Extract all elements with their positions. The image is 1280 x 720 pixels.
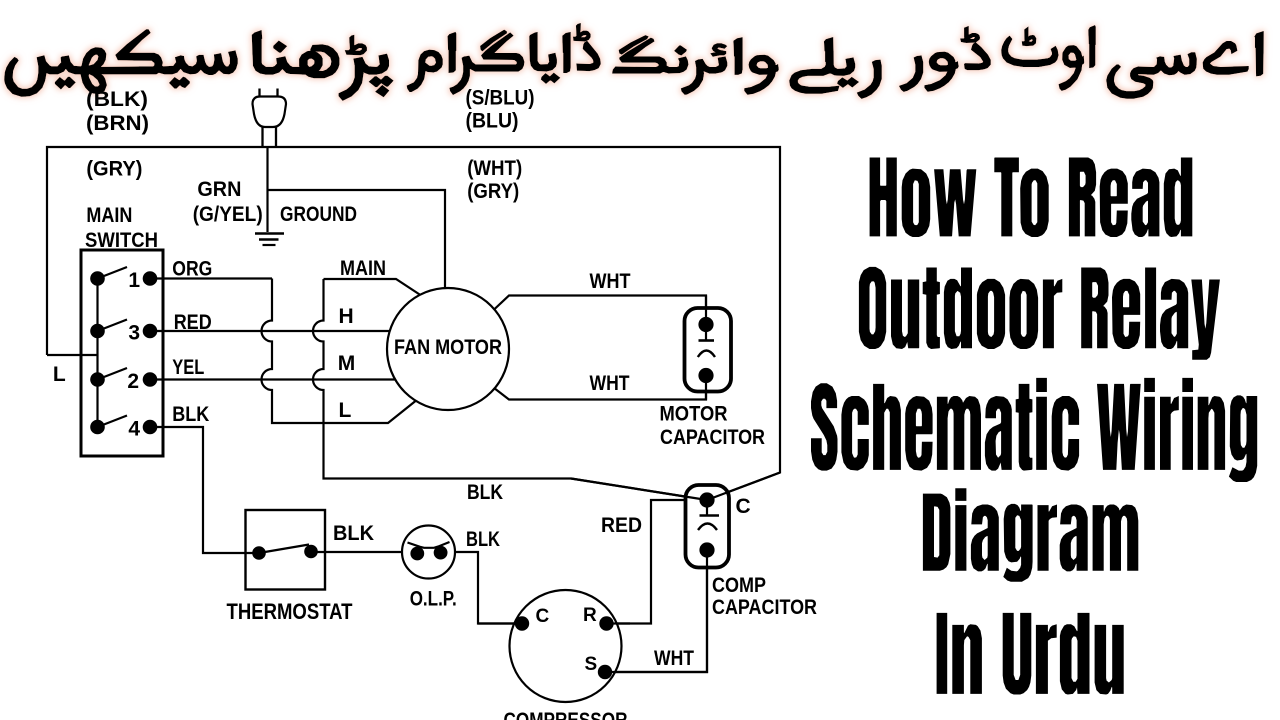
svg-text:O.L.P.: O.L.P. bbox=[410, 588, 457, 611]
svg-text:2: 2 bbox=[127, 370, 139, 393]
svg-text:BLK: BLK bbox=[172, 403, 209, 426]
svg-text:(GRY): (GRY) bbox=[86, 158, 142, 181]
svg-text:MOTOR: MOTOR bbox=[660, 403, 728, 426]
svg-text:MAIN: MAIN bbox=[340, 257, 386, 280]
svg-text:M: M bbox=[338, 352, 356, 375]
svg-text:ORG: ORG bbox=[172, 258, 212, 281]
svg-text:RED: RED bbox=[174, 311, 212, 334]
svg-text:L: L bbox=[339, 399, 352, 422]
svg-text:FAN MOTOR: FAN MOTOR bbox=[394, 335, 502, 359]
svg-text:RED: RED bbox=[601, 514, 642, 537]
svg-text:(BLU): (BLU) bbox=[466, 110, 519, 133]
svg-text:BLK: BLK bbox=[467, 481, 503, 504]
svg-text:(S/BLU): (S/BLU) bbox=[466, 87, 535, 110]
svg-text:BLK: BLK bbox=[333, 522, 374, 545]
svg-text:S: S bbox=[585, 654, 598, 675]
svg-text:GRN: GRN bbox=[197, 178, 241, 201]
svg-text:L: L bbox=[53, 363, 66, 386]
svg-text:C: C bbox=[736, 495, 751, 518]
svg-text:WHT: WHT bbox=[590, 372, 630, 395]
svg-text:C: C bbox=[536, 606, 550, 627]
svg-text:SWITCH: SWITCH bbox=[85, 229, 158, 252]
svg-text:(WHT): (WHT) bbox=[467, 157, 522, 180]
svg-text:3: 3 bbox=[128, 322, 140, 345]
svg-text:MAIN: MAIN bbox=[86, 204, 132, 227]
svg-text:(G/YEL): (G/YEL) bbox=[193, 203, 263, 226]
svg-text:BLK: BLK bbox=[466, 528, 500, 551]
svg-text:H: H bbox=[339, 305, 354, 328]
svg-text:COMPRESSOR: COMPRESSOR bbox=[504, 709, 628, 720]
svg-text:(BRN): (BRN) bbox=[86, 112, 149, 135]
svg-text:1: 1 bbox=[128, 269, 140, 292]
svg-text:YEL: YEL bbox=[172, 356, 204, 379]
svg-text:(GRY): (GRY) bbox=[467, 180, 519, 203]
svg-text:THERMOSTAT: THERMOSTAT bbox=[227, 599, 353, 624]
svg-text:R: R bbox=[583, 605, 597, 626]
svg-text:CAPACITOR: CAPACITOR bbox=[660, 426, 765, 449]
svg-text:WHT: WHT bbox=[654, 647, 694, 670]
svg-text:GROUND: GROUND bbox=[280, 203, 357, 226]
svg-text:CAPACITOR: CAPACITOR bbox=[712, 596, 817, 619]
svg-text:(BLK): (BLK) bbox=[86, 88, 148, 111]
svg-text:4: 4 bbox=[128, 418, 140, 441]
svg-text:WHT: WHT bbox=[590, 270, 631, 293]
svg-text:COMP: COMP bbox=[712, 574, 766, 597]
